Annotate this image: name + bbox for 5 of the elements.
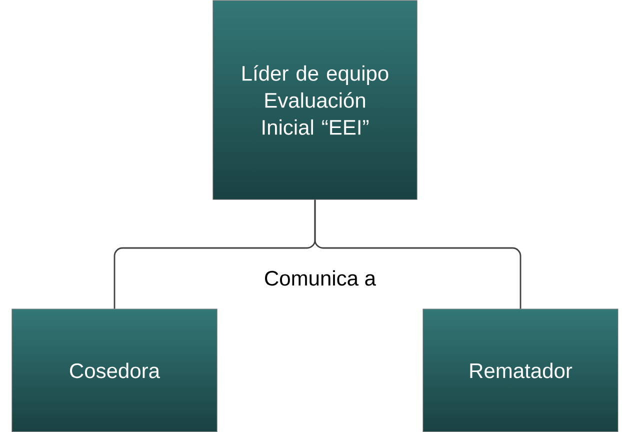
process-box: Cosedora	[12, 308, 218, 432]
connector-label: Comunica a	[265, 270, 376, 286]
process-box: Rematador	[422, 308, 618, 432]
connector-line	[314, 200, 522, 309]
process-box: Líder de equipo Evaluación Inicial “EEI”	[212, 0, 418, 200]
